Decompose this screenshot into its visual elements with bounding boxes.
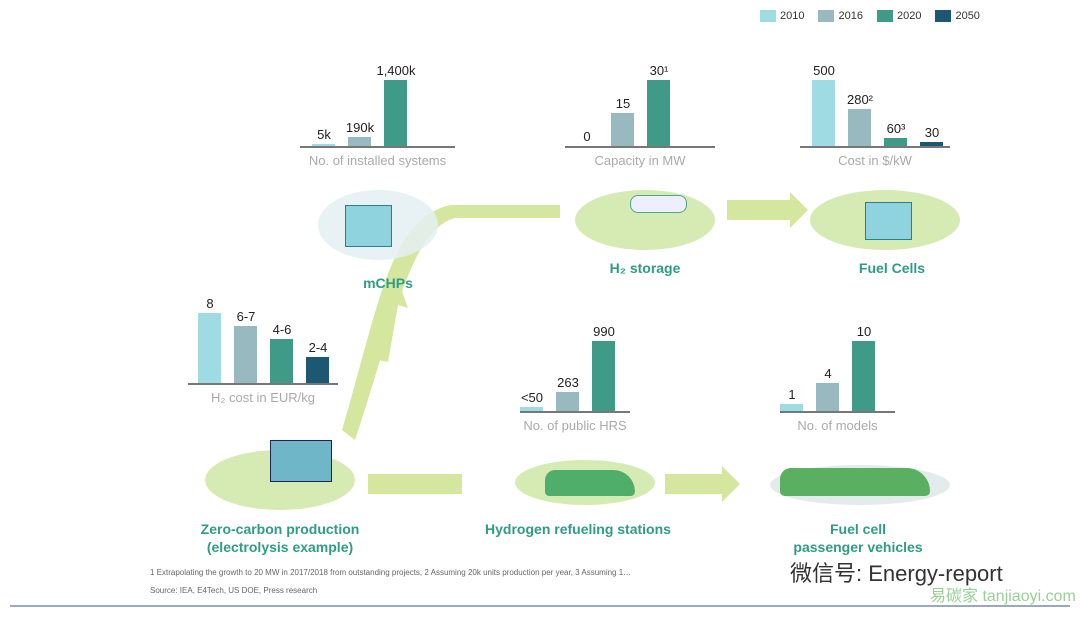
bar-2020	[384, 80, 407, 146]
electrolyzer-icon	[270, 440, 332, 482]
bar-2010	[198, 313, 221, 383]
legend-item-2050: 2050	[935, 10, 980, 22]
caption-hrs: Hydrogen refueling stations	[485, 521, 671, 537]
bar-value-label: 190k	[345, 120, 375, 136]
watermark-logo: 易碳家 tanjiaoyi.com	[930, 588, 1076, 605]
bar-value-label: 1,400k	[376, 63, 416, 78]
bar-2020	[592, 341, 615, 411]
legend-item-2020: 2020	[876, 10, 922, 22]
legend-label: 2020	[896, 10, 922, 22]
bar-value-label: 5k	[317, 127, 331, 142]
legend-item-2010: 2010	[760, 10, 804, 22]
source: Source: IEA, E4Tech, US DOE, Press resea…	[150, 586, 318, 595]
bar-value-label: 4	[824, 366, 832, 381]
mchp-unit-icon	[345, 205, 392, 247]
arrow-production-to-hrs	[368, 474, 462, 494]
legend-item-2016: 2016	[818, 10, 863, 22]
caption-storage: H₂ storage	[609, 260, 681, 276]
legend: 2010 2016 2020 2050	[760, 10, 980, 22]
caption-vehicles: Fuel cell passenger vehicles	[793, 520, 922, 556]
bar-2020	[852, 341, 875, 411]
bar-2050	[306, 356, 329, 383]
chart-baseline	[520, 411, 630, 413]
legend-label: 2010	[780, 10, 805, 22]
chart-title: No. of models	[797, 418, 878, 433]
bar-value-label: 10	[856, 324, 872, 339]
caption-production: Zero-carbon production (electrolysis exam…	[201, 520, 360, 556]
arrow-to-mchps	[378, 280, 408, 362]
legend-swatch	[818, 10, 835, 22]
bar-value-label: 60³	[886, 121, 906, 137]
bar-2020	[647, 80, 670, 146]
chart-baseline	[188, 383, 338, 385]
chart-baseline	[800, 146, 950, 148]
bar-2016	[848, 109, 871, 146]
legend-swatch	[876, 10, 893, 22]
arrow-storage-to-fuelcells	[727, 192, 808, 228]
bar-value-label: 2-4	[308, 339, 328, 355]
bar-2016	[348, 137, 371, 146]
caption-production-line1: Zero-carbon production	[200, 521, 360, 537]
legend-label: 2050	[955, 10, 980, 22]
bar-2016	[556, 392, 579, 411]
chart-title: Capacity in MW	[594, 153, 686, 168]
legend-swatch	[760, 10, 776, 22]
bar-2010	[812, 80, 835, 146]
bar-value-label: 8	[206, 296, 214, 311]
bar-2016	[611, 113, 634, 146]
caption-production-line2: (electrolysis example)	[206, 539, 354, 555]
bar-2010	[780, 404, 803, 411]
bar-2020	[884, 138, 907, 146]
divider	[10, 605, 1070, 607]
bar-2016	[234, 326, 257, 383]
bar-value-label: 990	[593, 324, 615, 339]
legend-swatch	[935, 10, 952, 22]
caption-fuel-cells: Fuel Cells	[858, 260, 926, 276]
storage-tank-icon	[630, 195, 687, 213]
legend-label: 2016	[838, 10, 863, 22]
bar-value-label: 15	[615, 96, 631, 111]
bar-value-label: 6-7	[236, 309, 256, 325]
bar-2010	[520, 407, 543, 411]
arrow-hrs-to-vehicles	[665, 466, 740, 502]
bar-2010	[312, 144, 335, 146]
footnote: 1 Extrapolating the growth to 20 MW in 2…	[150, 568, 632, 577]
chart-title: No. of public HRS	[523, 418, 627, 433]
bar-value-label: 263	[557, 375, 579, 391]
chart-1: 0 15 30¹ Capacity in MW	[565, 55, 715, 168]
bar-value-label: 30	[924, 125, 940, 141]
watermark: 微信号: Energy-report	[790, 561, 1003, 586]
chart-baseline	[780, 411, 895, 413]
bar-value-label: 500	[813, 63, 835, 78]
bar-value-label: <50	[520, 390, 544, 406]
bar-value-label: 4-6	[272, 322, 292, 338]
chart-baseline	[300, 146, 455, 148]
caption-mchps: mCHPs	[363, 275, 413, 291]
chart-3: 8 6-7 4-6 2-4 H₂ cost in EUR/kg	[188, 288, 338, 405]
bar-2016	[816, 383, 839, 411]
chart-title: H₂ cost in EUR/kg	[210, 390, 316, 405]
bar-value-label: 1	[788, 387, 796, 402]
fuelcell-box-icon	[865, 202, 912, 240]
caption-vehicles-line2: passenger vehicles	[793, 539, 923, 555]
curved-arrow-to-storage	[342, 205, 560, 440]
cars-icon	[780, 468, 930, 496]
bar-value-label: 280²	[846, 92, 874, 108]
bar-value-label: 30¹	[649, 63, 669, 78]
chart-title: No. of installed systems	[308, 153, 447, 168]
chart-baseline	[565, 146, 715, 148]
bar-2020	[270, 339, 293, 383]
bar-2050	[920, 142, 943, 146]
chart-title: Cost in $/kW	[838, 153, 912, 168]
car-icon	[545, 470, 635, 496]
caption-vehicles-line1: Fuel cell	[829, 521, 887, 537]
bar-value-label: 0	[583, 129, 591, 144]
